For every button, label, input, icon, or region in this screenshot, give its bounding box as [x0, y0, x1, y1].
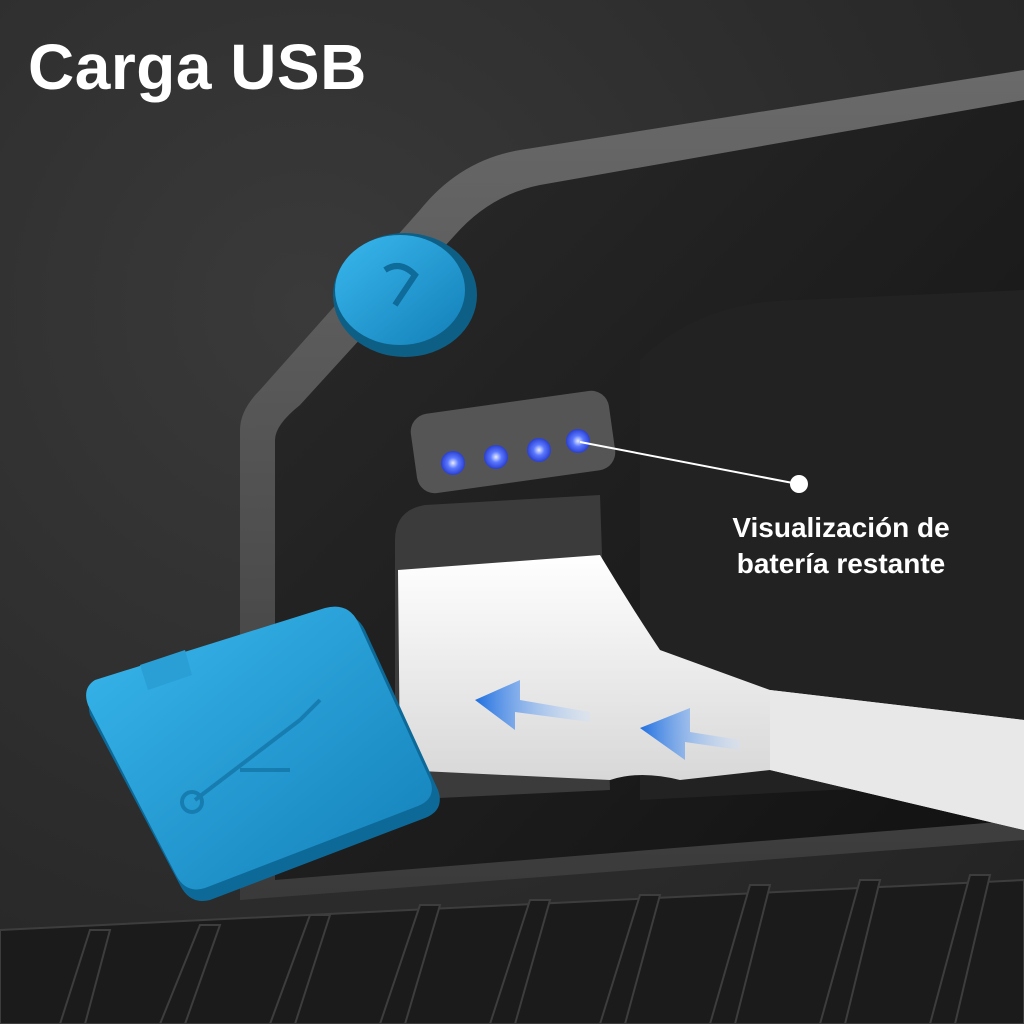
- callout-line: [579, 441, 799, 485]
- battery-led-icon: [441, 451, 465, 475]
- power-button-icon: [335, 235, 465, 345]
- callout-line1: Visualización de: [732, 512, 950, 543]
- battery-led-icon: [484, 445, 508, 469]
- battery-led-icon: [527, 438, 551, 462]
- insert-arrow-icon: [640, 708, 740, 760]
- page-title: Carga USB: [28, 31, 367, 103]
- usb-symbol-icon: [180, 698, 322, 814]
- device-recess: [640, 290, 1024, 800]
- battery-display-label: Visualización de batería restante: [706, 510, 976, 582]
- battery-led-icon: [566, 429, 590, 453]
- callout-line2: batería restante: [736, 548, 946, 579]
- insert-arrow-icon: [475, 680, 590, 730]
- heat-fins: [0, 874, 1024, 1024]
- callout-dot: [790, 475, 808, 493]
